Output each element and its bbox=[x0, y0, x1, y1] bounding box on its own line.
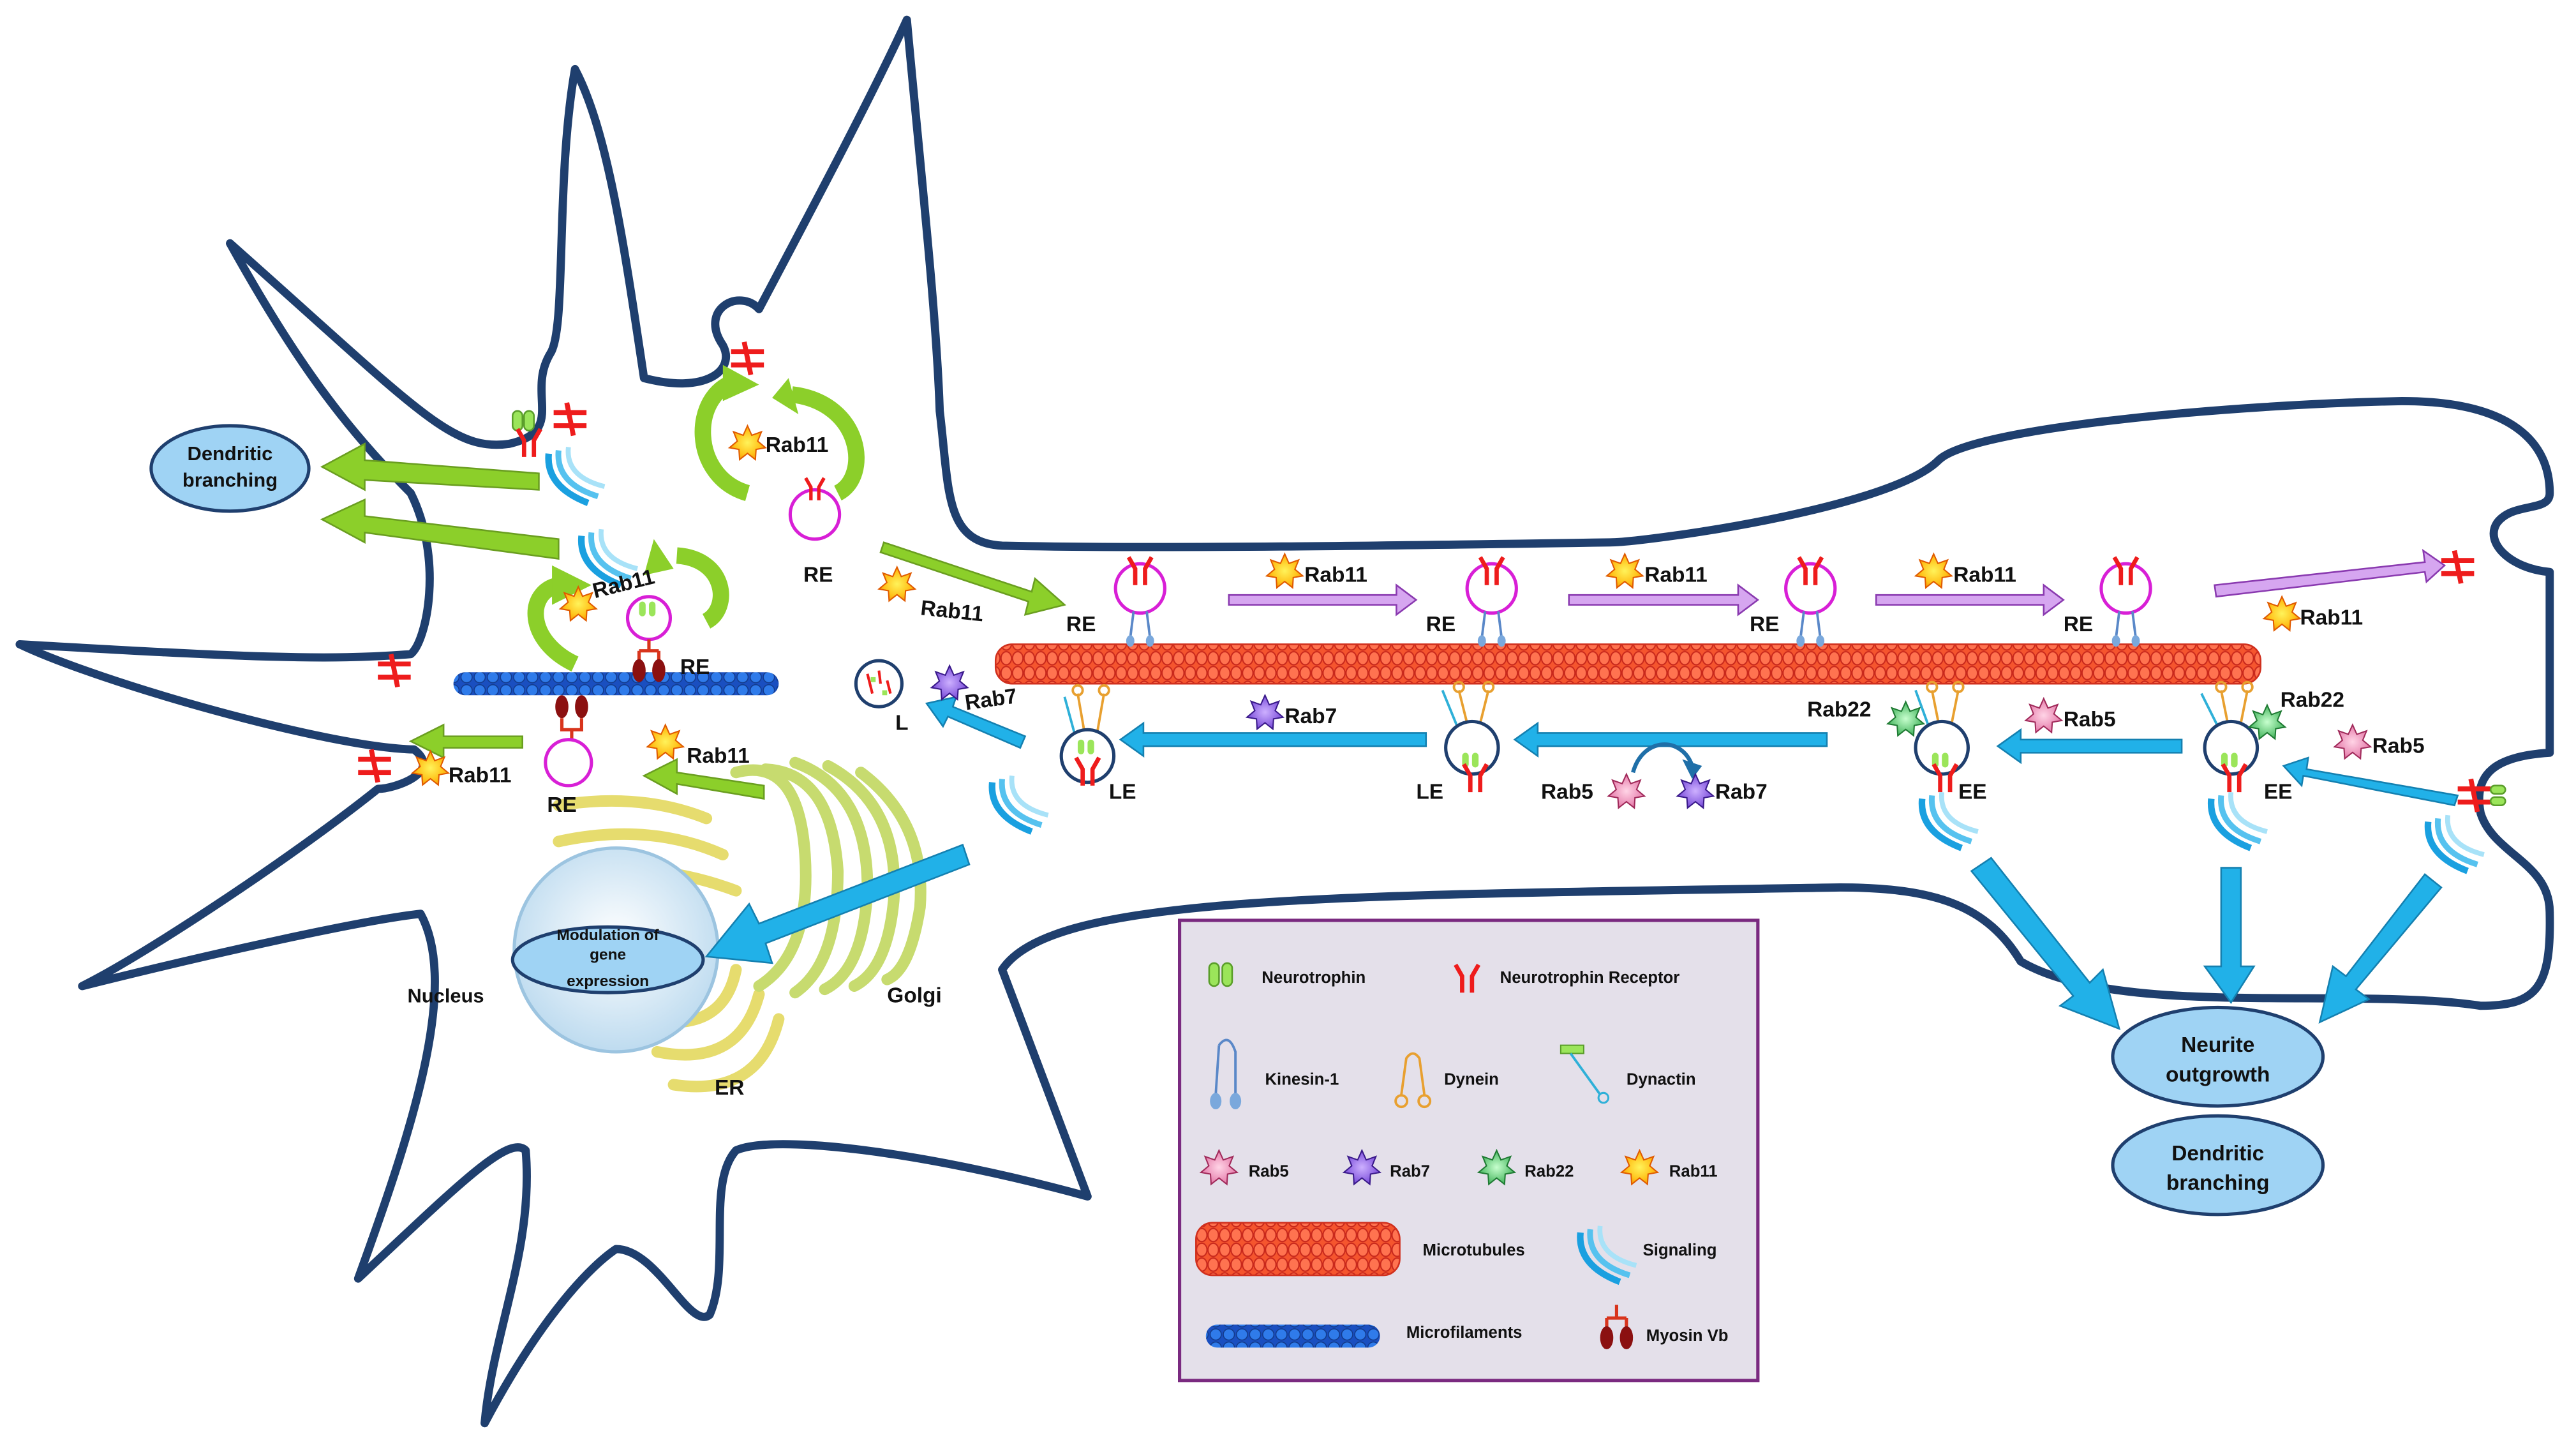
lysosome-label: L bbox=[895, 711, 908, 735]
arrow-soma-to-axon bbox=[879, 541, 1067, 616]
axon-endosome-row: LE LE EE Rab22 EE Rab22 bbox=[854, 659, 2506, 871]
rab11-soma-top: Rab11 bbox=[766, 433, 829, 457]
le-label-1: LE bbox=[1109, 780, 1136, 804]
nucleus-label: Nucleus bbox=[408, 985, 484, 1007]
dendritic-branching-right-2: branching bbox=[2166, 1171, 2270, 1195]
rab7-axon-1: Rab7 bbox=[1284, 705, 1337, 728]
legend: Neurotrophin Neurotrophin Receptor Kines… bbox=[1178, 918, 1760, 1382]
rab11-axon-1: Rab11 bbox=[1304, 564, 1367, 587]
soma-recycling-top: Rab11 RE bbox=[694, 364, 865, 587]
re-label-axon-3: RE bbox=[1750, 613, 1780, 636]
legend-dynactin: Dynactin bbox=[1560, 1044, 1696, 1104]
arrow-branching-1 bbox=[320, 442, 540, 491]
re-label-axon-2: RE bbox=[1426, 613, 1456, 636]
modulation-oval bbox=[510, 925, 705, 994]
svg-text:Neurotrophin Receptor: Neurotrophin Receptor bbox=[1500, 969, 1680, 987]
dendritic-branching-left-1: Dendritic bbox=[188, 442, 273, 465]
rab11-axon-2: Rab11 bbox=[1644, 564, 1708, 587]
rab11-soma-right: Rab11 bbox=[687, 744, 750, 768]
neurite-outgrowth-oval bbox=[2111, 1005, 2325, 1108]
soma-recycling-low: RE Rab11 Rab11 bbox=[408, 695, 765, 817]
re-label-soma-mid: RE bbox=[680, 655, 710, 679]
svg-text:Dynein: Dynein bbox=[1444, 1070, 1499, 1088]
neuron-membrane bbox=[15, 15, 2554, 1428]
legend-neurotrophin: Neurotrophin bbox=[1208, 962, 1366, 987]
modulation-text-3: expression bbox=[567, 973, 649, 990]
svg-text:Dynactin: Dynactin bbox=[1627, 1070, 1696, 1088]
legend-microtubules: Microtubules bbox=[1195, 1222, 1525, 1277]
rab11-axon-3: Rab11 bbox=[1953, 564, 2016, 587]
rab7-conversion: Rab7 bbox=[1715, 780, 1768, 804]
ee-label-2: EE bbox=[2264, 780, 2293, 804]
re-label-axon-1: RE bbox=[1066, 613, 1096, 636]
arrow-outgrowth-3 bbox=[2318, 873, 2443, 1024]
svg-text:Neurotrophin: Neurotrophin bbox=[1262, 969, 1366, 987]
arrow-outgrowth-1 bbox=[1970, 857, 2121, 1031]
legend-receptor: Neurotrophin Receptor bbox=[1456, 964, 1679, 992]
svg-text:Microfilaments: Microfilaments bbox=[1406, 1324, 1523, 1342]
re-label-axon-4: RE bbox=[2064, 613, 2093, 636]
arrow-outgrowth-2 bbox=[2203, 867, 2256, 1004]
golgi-label: Golgi bbox=[887, 984, 942, 1008]
dendrite-receptor-top bbox=[511, 403, 586, 457]
svg-text:Myosin Vb: Myosin Vb bbox=[1646, 1327, 1729, 1345]
dendritic-branching-right-1: Dendritic bbox=[2171, 1142, 2264, 1165]
er-label: ER bbox=[715, 1076, 745, 1100]
neurite-outgrowth-2: outgrowth bbox=[2166, 1063, 2270, 1086]
legend-dynein: Dynein bbox=[1394, 1052, 1499, 1109]
rab5-axon-2: Rab5 bbox=[2372, 734, 2425, 758]
legend-kinesin: Kinesin-1 bbox=[1210, 1038, 1339, 1110]
svg-text:Microtubules: Microtubules bbox=[1423, 1241, 1525, 1259]
arrow-branching-2 bbox=[320, 498, 560, 560]
rab11-soma-left: Rab11 bbox=[449, 764, 512, 788]
axon-re-row: RE RE RE RE Rab11 bbox=[1066, 548, 2446, 647]
modulation-text-2: gene bbox=[590, 947, 626, 964]
ee-label-1: EE bbox=[1958, 780, 1987, 804]
neurite-outgrowth-1: Neurite bbox=[2181, 1033, 2254, 1057]
legend-rab22: Rab22 bbox=[1477, 1150, 1574, 1185]
microfilament-bundle bbox=[453, 672, 779, 696]
arrow-to-nucleus bbox=[704, 843, 971, 964]
svg-text:Signaling: Signaling bbox=[1643, 1241, 1717, 1259]
svg-text:Rab11: Rab11 bbox=[1669, 1163, 1718, 1181]
microtubule-bundle bbox=[994, 643, 2261, 685]
rab5-conversion: Rab5 bbox=[1541, 780, 1593, 804]
modulation-text-1: Modulation of bbox=[557, 927, 660, 944]
le-label-2: LE bbox=[1416, 780, 1443, 804]
legend-rab11: Rab11 bbox=[1620, 1150, 1718, 1185]
svg-text:Rab22: Rab22 bbox=[1524, 1163, 1574, 1181]
re-label-soma-top: RE bbox=[803, 564, 833, 587]
legend-signaling: Signaling bbox=[1580, 1226, 1716, 1282]
legend-myosin: Myosin Vb bbox=[1600, 1305, 1729, 1349]
dendritic-branching-oval-left bbox=[149, 424, 311, 513]
soma-recycling-mid: Rab11 RE bbox=[527, 529, 729, 682]
legend-rab5: Rab5 bbox=[1200, 1150, 1289, 1185]
rab5-axon-1: Rab5 bbox=[2064, 708, 2116, 731]
legend-rab7: Rab7 bbox=[1343, 1150, 1430, 1185]
rab22-axon-2: Rab22 bbox=[2281, 688, 2344, 712]
rab11-axon-4: Rab11 bbox=[2300, 606, 2363, 630]
dendritic-branching-oval-right bbox=[2111, 1114, 2325, 1217]
svg-text:Kinesin-1: Kinesin-1 bbox=[1265, 1070, 1339, 1088]
re-label-soma-low: RE bbox=[547, 793, 577, 817]
rab22-axon-1: Rab22 bbox=[1807, 698, 1871, 722]
dendritic-branching-left-2: branching bbox=[182, 468, 278, 491]
svg-text:Rab7: Rab7 bbox=[1390, 1163, 1430, 1181]
legend-microfilaments: Microfilaments bbox=[1205, 1324, 1523, 1348]
svg-text:Rab5: Rab5 bbox=[1249, 1163, 1289, 1181]
